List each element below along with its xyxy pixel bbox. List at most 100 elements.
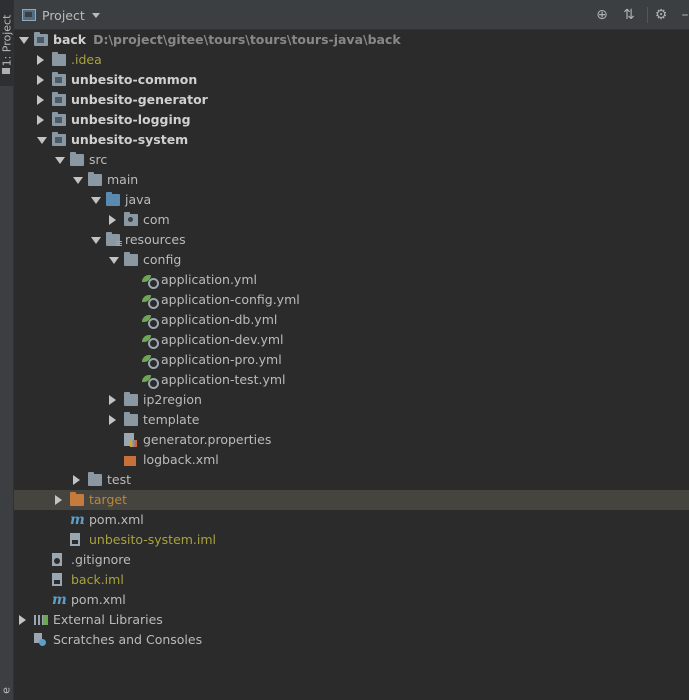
tree-node-app-dev-yml[interactable]: application-dev.yml [14,330,689,350]
tree-node-label: .gitignore [71,552,131,567]
module-folder-icon [52,112,66,126]
chevron-right-icon[interactable] [37,115,44,125]
left-tool-strip: 1: Project e [0,0,14,700]
tree-node-app-config-yml[interactable]: application-config.yml [14,290,689,310]
tree-node-label: main [107,172,139,187]
gitignore-file-icon [52,553,62,566]
tree-node-resources[interactable]: resources [14,230,689,250]
chevron-down-icon[interactable] [55,157,65,164]
tree-node-main[interactable]: main [14,170,689,190]
tree-node-label: generator.properties [143,432,272,447]
tree-node-generator[interactable]: unbesito-generator [14,90,689,110]
tree-node-logback[interactable]: logback.xml [14,450,689,470]
tool-window-header: Project ⊕ ⇅ ⚙ – [14,0,689,30]
tree-node-back-pom[interactable]: m pom.xml [14,590,689,610]
collapse-all-icon[interactable]: ⇅ [623,7,635,23]
chevron-right-icon[interactable] [37,95,44,105]
tree-node-test[interactable]: test [14,470,689,490]
view-selector-dropdown[interactable]: Project [22,6,100,24]
chevron-down-icon[interactable] [19,37,29,44]
tree-node-label: Scratches and Consoles [53,632,203,647]
maven-icon: m [70,512,85,528]
view-selector-label: Project [42,7,85,23]
chevron-down-icon[interactable] [91,237,101,244]
chevron-right-icon[interactable] [19,615,26,625]
yml-file-icon [142,333,159,349]
module-folder-icon [52,92,66,106]
tree-node-com[interactable]: com [14,210,689,230]
yml-file-icon [142,313,159,329]
tree-node-ext-libs[interactable]: External Libraries [14,610,689,630]
tree-node-app-pro-yml[interactable]: application-pro.yml [14,350,689,370]
folder-icon [124,392,138,406]
tree-node-idea[interactable]: .idea [14,50,689,70]
tree-node-label: template [143,412,200,427]
chevron-down-icon[interactable] [73,177,83,184]
chevron-right-icon[interactable] [109,215,116,225]
locate-icon[interactable]: ⊕ [596,7,608,23]
tree-node-config[interactable]: config [14,250,689,270]
tree-node-label: application-pro.yml [161,352,282,367]
chevron-right-icon[interactable] [73,475,80,485]
tree-node-label: unbesito-system [71,132,189,147]
folder-icon [88,472,102,486]
tree-node-label: unbesito-generator [71,92,208,107]
maven-icon: m [52,592,67,608]
module-folder-icon [52,132,66,146]
tree-node-app-yml[interactable]: application.yml [14,270,689,290]
chevron-down-icon[interactable] [37,137,47,144]
tree-node-scratches[interactable]: Scratches and Consoles [14,630,689,650]
tree-node-src[interactable]: src [14,150,689,170]
tree-node-app-test-yml[interactable]: application-test.yml [14,370,689,390]
module-file-icon [52,573,62,586]
yml-file-icon [142,293,159,309]
tree-node-app-db-yml[interactable]: application-db.yml [14,310,689,330]
bottom-tool-tab-label[interactable]: e [0,687,13,694]
tree-node-sys-iml[interactable]: unbesito-system.iml [14,530,689,550]
project-view-icon [22,9,36,21]
folder-icon [52,52,66,66]
tree-node-system[interactable]: unbesito-system [14,130,689,150]
chevron-down-icon[interactable] [91,197,101,204]
folder-icon [124,412,138,426]
tree-node-label: back.iml [71,572,124,587]
chevron-right-icon[interactable] [55,495,62,505]
project-tool-tab[interactable]: 1: Project [0,0,14,86]
hide-icon[interactable]: – [681,7,689,23]
tree-node-label: resources [125,232,186,247]
tree-node-label: ip2region [143,392,202,407]
chevron-down-icon[interactable] [109,257,119,264]
tree-node-label: unbesito-system.iml [89,532,217,547]
tree-node-label: application-dev.yml [161,332,284,347]
module-folder-icon [34,32,48,46]
chevron-right-icon[interactable] [109,395,116,405]
yml-file-icon [142,373,159,389]
tree-node-common[interactable]: unbesito-common [14,70,689,90]
chevron-right-icon[interactable] [109,415,116,425]
module-folder-icon [52,72,66,86]
tree-node-template[interactable]: template [14,410,689,430]
header-divider [647,7,648,23]
chevron-right-icon[interactable] [37,75,44,85]
tree-node-ip2region[interactable]: ip2region [14,390,689,410]
tree-node-label: target [89,492,128,507]
tree-node-back-iml[interactable]: back.iml [14,570,689,590]
gear-icon[interactable]: ⚙ [654,7,668,23]
tree-node-logging[interactable]: unbesito-logging [14,110,689,130]
tree-node-java[interactable]: java [14,190,689,210]
tree-node-label: unbesito-common [71,72,198,87]
tree-node-label: .idea [71,52,102,67]
folder-icon [88,172,102,186]
yml-file-icon [142,273,159,289]
tree-node-target[interactable]: target [14,490,689,510]
xml-file-icon [124,456,136,466]
package-icon [124,212,138,226]
tree-node-label: pom.xml [71,592,126,607]
tree-node-gitignore[interactable]: .gitignore [14,550,689,570]
tree-node-gen-props[interactable]: generator.properties [14,430,689,450]
chevron-right-icon[interactable] [37,55,44,65]
